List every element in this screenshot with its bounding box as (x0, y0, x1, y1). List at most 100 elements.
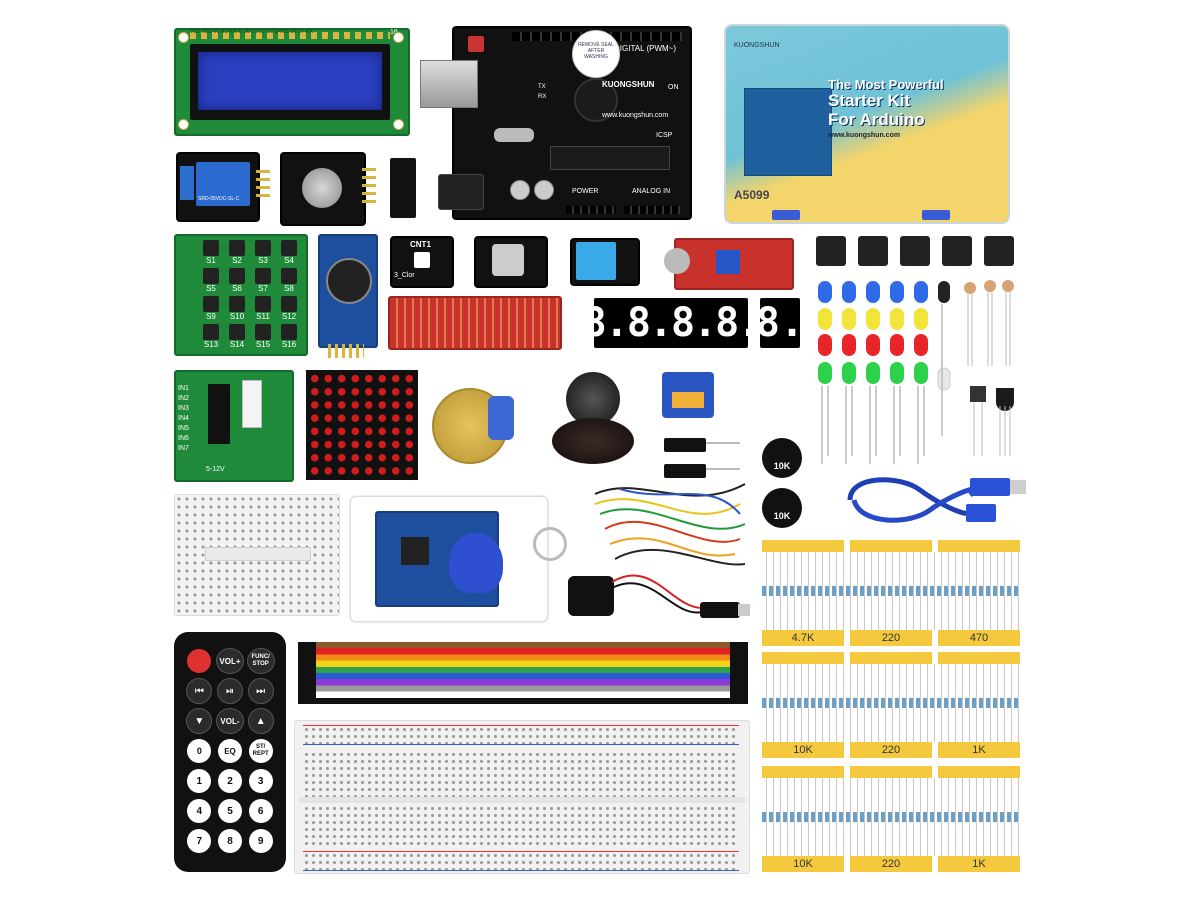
keypad-key: S10 (224, 294, 250, 322)
resistor-label: 1K (938, 856, 1020, 872)
tx-label: TX (538, 84, 546, 90)
resistor-label: 1K (938, 742, 1020, 758)
key-label: S4 (284, 256, 294, 265)
single-digit-display: 8. (756, 298, 804, 348)
rfid-chip (401, 537, 429, 565)
keyring (533, 527, 567, 561)
lcd-header-text: VSS VDD V0 RS RW E D0 D1 D2 D3 D4 D5 D6 … (190, 29, 314, 35)
ir-receiver-led (937, 281, 951, 436)
keypad-key: S6 (224, 266, 250, 294)
url-text: www.kuongshun.com (602, 112, 669, 119)
buzzer-sticker (572, 30, 620, 78)
module-cnt-sub: 3_Clor (394, 272, 415, 279)
motor-cap (488, 396, 514, 440)
microphone (664, 248, 690, 274)
remote-button: EQ (217, 739, 242, 763)
box-model: A5099 (734, 188, 770, 202)
key-cap (281, 240, 297, 256)
rfid-reader (375, 511, 503, 607)
remote-button: FUNC/ STOP (246, 648, 275, 674)
driver-chip (208, 384, 230, 444)
key-cap (203, 296, 219, 312)
remote-button: ▲ (247, 708, 274, 734)
photoresistors (964, 280, 1014, 366)
joystick-module (280, 152, 366, 226)
keypad-key: S9 (198, 294, 224, 322)
box-url: www.kuongshun.com (828, 131, 901, 139)
down-icon: ▼ (194, 715, 205, 727)
remote-button: ⏭ (247, 678, 274, 704)
icsp-label: ICSP (656, 132, 673, 139)
potentiometer: 10K (762, 488, 802, 528)
relay-cube (196, 162, 250, 206)
relay-module: SRD-05VDC-SL-C (176, 152, 260, 222)
remote-button-label: 9 (257, 835, 264, 847)
mount-hole (393, 119, 404, 130)
remote-button-label: 1 (196, 775, 203, 787)
pin-label: IN3 (178, 405, 189, 412)
rotary-encoder (474, 236, 548, 288)
pin-label: IN6 (178, 435, 189, 442)
mini-breadboard (174, 494, 340, 616)
keypad-key: S3 (250, 238, 276, 266)
joystick-cap (550, 372, 636, 468)
lcd-pin-header (190, 32, 390, 39)
resistor-tape-top (762, 540, 844, 552)
key-label: S8 (284, 284, 294, 293)
power-button (187, 649, 212, 673)
digital-label: DIGITAL (PWM~) (614, 44, 676, 53)
ic-chip (390, 158, 416, 218)
servo-motor (662, 372, 714, 418)
next-icon: ⏭ (256, 685, 266, 697)
keypad-key: S13 (198, 322, 224, 350)
usb-cable (847, 477, 1026, 523)
key-cap (255, 296, 271, 312)
dht-sensor (576, 242, 616, 280)
remote-button: 3 (248, 769, 273, 793)
resistor-label: 10K (762, 742, 844, 758)
led-column (842, 281, 856, 464)
cap-top (566, 372, 620, 426)
key-cap (255, 324, 271, 340)
key-label: S10 (229, 312, 245, 321)
keypad-module: S1 S2 S3 S4 S5 S6 S7 S8 S9 S10 S11 S12 S… (174, 234, 308, 356)
led-array (818, 280, 1014, 464)
remote-buttons: VOL+ FUNC/ STOP ⏮ ⏯ ⏭ ▼ VOL- ▲ 0 EQ ST/ … (184, 646, 276, 856)
tilt-leads (706, 468, 740, 470)
brand-logo-text: KUONGSHUN (602, 80, 655, 89)
key-cap (203, 268, 219, 284)
keypad-key: S15 (250, 322, 276, 350)
ir-remote: VOL+ FUNC/ STOP ⏮ ⏯ ⏭ ▼ VOL- ▲ 0 EQ ST/ … (174, 632, 286, 872)
play-pause-icon: ⏯ (225, 685, 234, 697)
tilt-leads (706, 442, 740, 444)
key-label: S2 (232, 256, 242, 265)
key-label: S12 (281, 312, 297, 321)
remote-button: ▼ (186, 708, 213, 734)
resistor-label: 10K (762, 856, 844, 872)
led-matrix (306, 370, 418, 480)
remote-button: 4 (187, 799, 212, 823)
led-column (914, 281, 928, 464)
sound-sensor (664, 238, 794, 290)
ir-sensor (970, 386, 986, 456)
resistor-bodies (762, 698, 1020, 708)
rtc-pins (328, 344, 364, 358)
resistor-tape-top (762, 766, 844, 778)
resistor-tape-top (850, 652, 932, 664)
encoder-knob (492, 244, 524, 276)
remote-button: VOL- (215, 708, 244, 734)
led-column (890, 281, 904, 464)
pin-label: IN7 (178, 445, 189, 452)
resistor-label: 220 (850, 630, 932, 646)
remote-button-label: ST/ REPT (252, 744, 269, 757)
joystick-knob (302, 168, 342, 208)
keypad-key: S14 (224, 322, 250, 350)
large-breadboard (294, 720, 750, 874)
prev-icon: ⏮ (194, 685, 204, 697)
remote-button: 2 (217, 769, 242, 793)
key-cap (255, 268, 271, 284)
rfid-keyfob (449, 533, 503, 593)
remote-button-label: 4 (196, 805, 203, 817)
keypad-key: S12 (276, 294, 302, 322)
key-label: S3 (258, 256, 268, 265)
